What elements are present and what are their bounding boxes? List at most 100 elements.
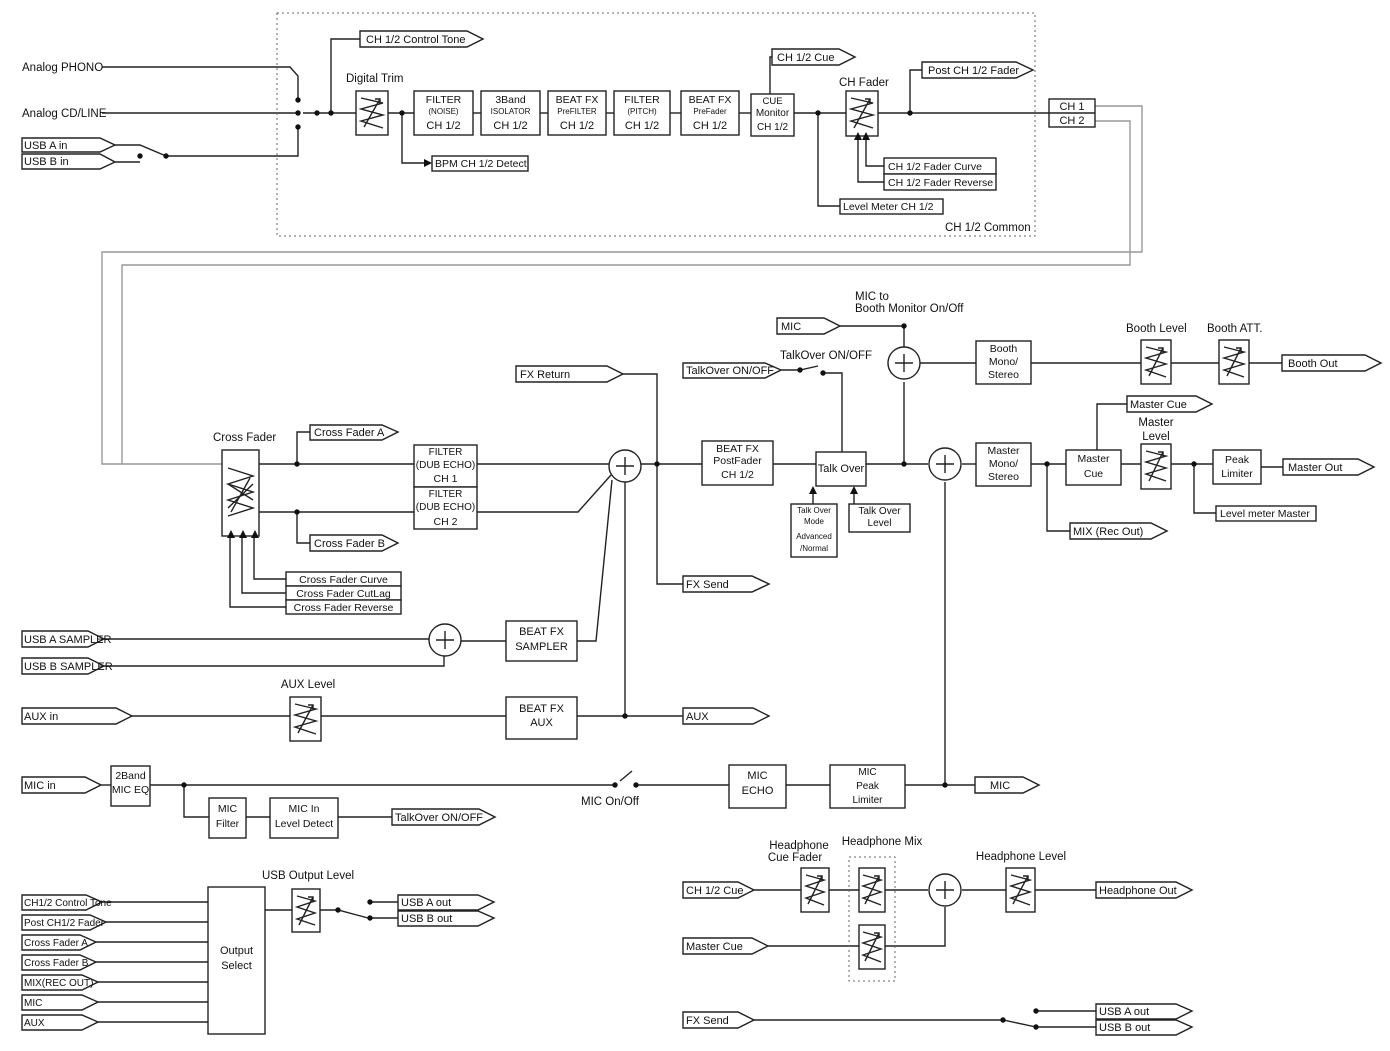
ch-select-box: CH 1 CH 2 — [1048, 98, 1096, 128]
svg-text:FX Return: FX Return — [520, 369, 570, 381]
svg-text:CH 1/2 Cue: CH 1/2 Cue — [777, 52, 834, 64]
svg-text:MIC In: MIC In — [289, 803, 320, 815]
usb-output-level-fader[interactable] — [291, 888, 321, 933]
master-level-fader[interactable] — [1140, 443, 1172, 490]
mic-echo-box: MIC ECHO — [728, 764, 787, 809]
svg-text:Cross Fader B: Cross Fader B — [314, 538, 385, 550]
svg-text:USB B out: USB B out — [1099, 1022, 1150, 1034]
src-post-fader: Post CH1/2 Fader — [21, 914, 108, 931]
hp-ch-cue-connector: CH 1/2 Cue — [682, 881, 756, 899]
booth-att-fader[interactable] — [1218, 339, 1250, 385]
svg-text:(DUB ECHO): (DUB ECHO) — [416, 460, 475, 471]
svg-text:BEAT FX: BEAT FX — [519, 703, 564, 715]
mic-out-connector: MIC — [974, 776, 1041, 794]
svg-text:AUX: AUX — [686, 711, 709, 723]
svg-text:Mono/: Mono/ — [989, 356, 1018, 368]
svg-text:Cross Fader Curve: Cross Fader Curve — [299, 574, 388, 586]
svg-text:CH 2: CH 2 — [1059, 115, 1084, 127]
svg-text:CH 1/2: CH 1/2 — [560, 120, 594, 132]
aux-level-fader[interactable] — [289, 696, 322, 742]
svg-text:Mono/: Mono/ — [989, 458, 1018, 470]
booth-mono-stereo-box: Booth Mono/ Stereo — [975, 340, 1032, 385]
fx-send-connector: FX Send — [682, 575, 771, 593]
master-out-connector: Master Out — [1282, 458, 1376, 476]
headphone-cue-fader[interactable] — [800, 867, 830, 913]
svg-text:FX Send: FX Send — [686, 579, 729, 591]
svg-text:Master: Master — [1077, 453, 1110, 465]
src-mix-rec-out: MIX(REC OUT) — [21, 974, 100, 991]
src-mic: MIC — [21, 994, 100, 1011]
svg-text:FILTER: FILTER — [624, 94, 660, 106]
analog-cd-line-label: Analog CD/LINE — [22, 108, 107, 120]
svg-text:Level Detect: Level Detect — [275, 818, 333, 830]
svg-text:ISOLATOR: ISOLATOR — [491, 107, 531, 116]
hp-level-label: Headphone Level — [976, 851, 1066, 863]
svg-text:2Band: 2Band — [115, 770, 146, 782]
svg-text:CH 1/2: CH 1/2 — [757, 122, 789, 133]
fader-curve-label: CH 1/2 Fader Curve — [883, 157, 997, 175]
filter-dub-echo-ch2-box: FILTER (DUB ECHO) CH 2 — [413, 486, 478, 530]
svg-text:Talk Over: Talk Over — [797, 506, 831, 515]
src-cross-fader-a: Cross Fader A — [21, 934, 98, 951]
svg-text:CH 2: CH 2 — [434, 516, 458, 528]
svg-text:USB B out: USB B out — [401, 913, 452, 925]
svg-text:Limiter: Limiter — [852, 795, 883, 806]
svg-text:CH 1/2: CH 1/2 — [625, 120, 659, 132]
svg-text:AUX: AUX — [530, 717, 553, 729]
svg-text:PostFader: PostFader — [713, 455, 762, 467]
svg-text:MIC: MIC — [781, 321, 801, 333]
mic-peak-limiter-box: MIC Peak Limiter — [829, 764, 906, 809]
booth-level-label: Booth Level — [1126, 323, 1187, 335]
headphone-mix-fader-ch[interactable] — [858, 867, 886, 913]
svg-text:ECHO: ECHO — [742, 785, 774, 797]
beatfx-sampler-box: BEAT FX SAMPLER — [505, 620, 578, 662]
svg-text:BEAT FX: BEAT FX — [716, 443, 759, 455]
svg-text:Peak: Peak — [1225, 454, 1250, 466]
cross-fader[interactable] — [221, 449, 260, 537]
talkover-onoff-connector: TalkOver ON/OFF — [682, 362, 783, 379]
svg-text:CH 1: CH 1 — [434, 473, 458, 485]
svg-text:FILTER: FILTER — [429, 447, 463, 458]
svg-text:Cue: Cue — [1084, 468, 1103, 480]
svg-text:Level: Level — [868, 518, 892, 529]
svg-text:Master: Master — [987, 445, 1020, 457]
filter-pitch-box: FILTER (PITCH) CH 1/2 — [613, 90, 671, 136]
usb-a-out-connector: USB A out — [397, 894, 496, 911]
filter-dub-echo-ch1-box: FILTER (DUB ECHO) CH 1 — [413, 444, 478, 488]
headphone-level-fader[interactable] — [1005, 867, 1036, 913]
output-select-box: Output Select — [207, 886, 266, 1035]
src-control-tone: CH1/2 Control Tone — [21, 894, 112, 911]
mixer-sum-4 — [428, 623, 462, 657]
svg-text:Filter: Filter — [216, 818, 240, 830]
svg-text:CH 1/2 Fader Curve: CH 1/2 Fader Curve — [888, 161, 982, 173]
svg-text:Output: Output — [220, 945, 253, 957]
aux-level-label: AUX Level — [281, 679, 335, 691]
svg-text:Peak: Peak — [856, 781, 880, 792]
svg-text:PreFILTER: PreFILTER — [557, 107, 597, 116]
control-arrows — [227, 132, 870, 538]
ch-fader[interactable] — [845, 90, 879, 137]
headphone-mix-fader-master[interactable] — [858, 924, 886, 970]
svg-text:Booth: Booth — [990, 343, 1018, 355]
svg-text:USB A SAMPLER: USB A SAMPLER — [24, 634, 111, 646]
svg-text:CH 1/2: CH 1/2 — [426, 120, 460, 132]
svg-text:Cross Fader A: Cross Fader A — [24, 938, 88, 949]
svg-text:Monitor: Monitor — [756, 108, 790, 119]
booth-level-fader[interactable] — [1140, 339, 1172, 385]
hp-cue-fader-label-1: Headphone — [769, 840, 828, 852]
cf-curve-label: Cross Fader Curve — [285, 571, 402, 587]
svg-text:USB A in: USB A in — [24, 140, 67, 152]
svg-text:CH1/2 Control Tone: CH1/2 Control Tone — [24, 898, 112, 909]
svg-text:MIX(REC OUT): MIX(REC OUT) — [24, 978, 93, 989]
mixer-sum-2 — [887, 346, 921, 380]
svg-text:CH 1: CH 1 — [1059, 101, 1084, 113]
isolator-box: 3Band ISOLATOR CH 1/2 — [480, 90, 541, 136]
svg-text:MIC: MIC — [218, 803, 238, 815]
digital-trim-fader[interactable] — [355, 90, 389, 136]
svg-text:CH 1/2 Cue: CH 1/2 Cue — [686, 885, 743, 897]
svg-text:BEAT FX: BEAT FX — [519, 626, 564, 638]
mic-booth-connector: MIC — [776, 317, 842, 335]
headphone-out-connector: Headphone Out — [1095, 881, 1194, 899]
hp-mix-label: Headphone Mix — [842, 836, 923, 848]
